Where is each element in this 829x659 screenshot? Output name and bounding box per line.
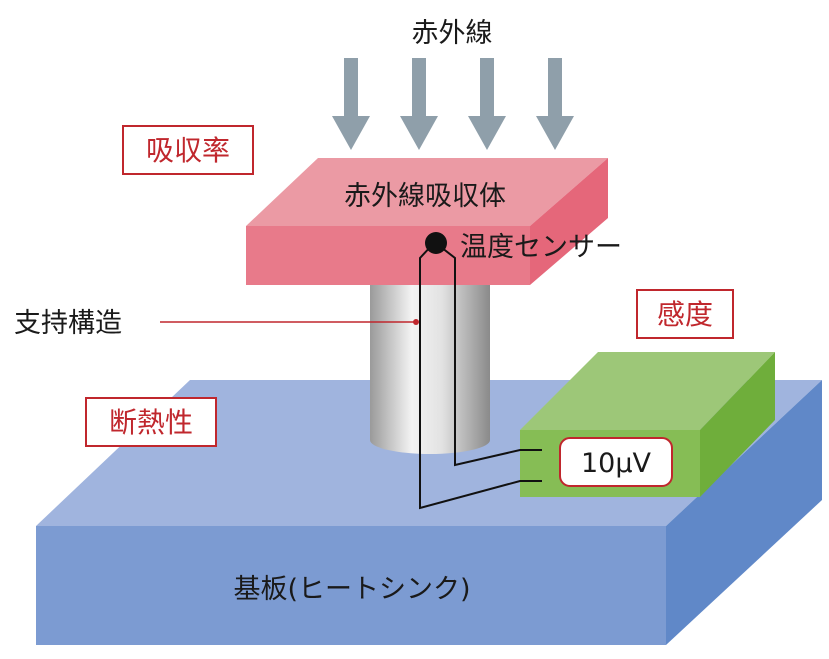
support-structure-label: 支持構造 bbox=[14, 308, 122, 339]
infrared-arrow-icon bbox=[536, 58, 574, 150]
thermocouple-wire-inner bbox=[436, 243, 542, 467]
temperature-sensor-dot bbox=[425, 232, 447, 254]
infrared-arrows bbox=[332, 58, 574, 150]
block-side-face bbox=[700, 352, 775, 497]
temperature-sensor-label: 温度センサー bbox=[460, 232, 622, 263]
absorptance-tag: 吸収率 bbox=[146, 134, 230, 167]
voltage-value: 10μV bbox=[581, 448, 652, 479]
infrared-label: 赤外線 bbox=[412, 18, 493, 49]
thermocouple-wire-outer bbox=[419, 243, 542, 510]
absorber-front-face bbox=[246, 226, 530, 285]
substrate-label: 基板(ヒートシンク) bbox=[233, 574, 470, 605]
support-leader-dot bbox=[413, 319, 419, 325]
absorber-top-face bbox=[246, 158, 608, 226]
voltage-box bbox=[559, 437, 673, 487]
infrared-arrow-icon bbox=[332, 58, 370, 150]
sensitivity-tag-box bbox=[636, 289, 734, 339]
substrate-side-face bbox=[666, 380, 822, 645]
support-pillar bbox=[370, 280, 490, 454]
absorber-label: 赤外線吸収体 bbox=[344, 181, 506, 212]
insulation-tag-box bbox=[85, 397, 217, 447]
absorber-side-face bbox=[530, 158, 608, 285]
absorber-plate bbox=[246, 158, 608, 285]
pillar-base bbox=[370, 426, 490, 454]
absorptance-tag-box bbox=[122, 125, 254, 175]
insulation-tag: 断熱性 bbox=[109, 406, 193, 439]
sensitivity-tag: 感度 bbox=[657, 298, 713, 331]
block-top-face bbox=[520, 352, 775, 430]
substrate-front-face bbox=[36, 526, 666, 645]
infrared-arrow-icon bbox=[468, 58, 506, 150]
infrared-arrow-icon bbox=[400, 58, 438, 150]
